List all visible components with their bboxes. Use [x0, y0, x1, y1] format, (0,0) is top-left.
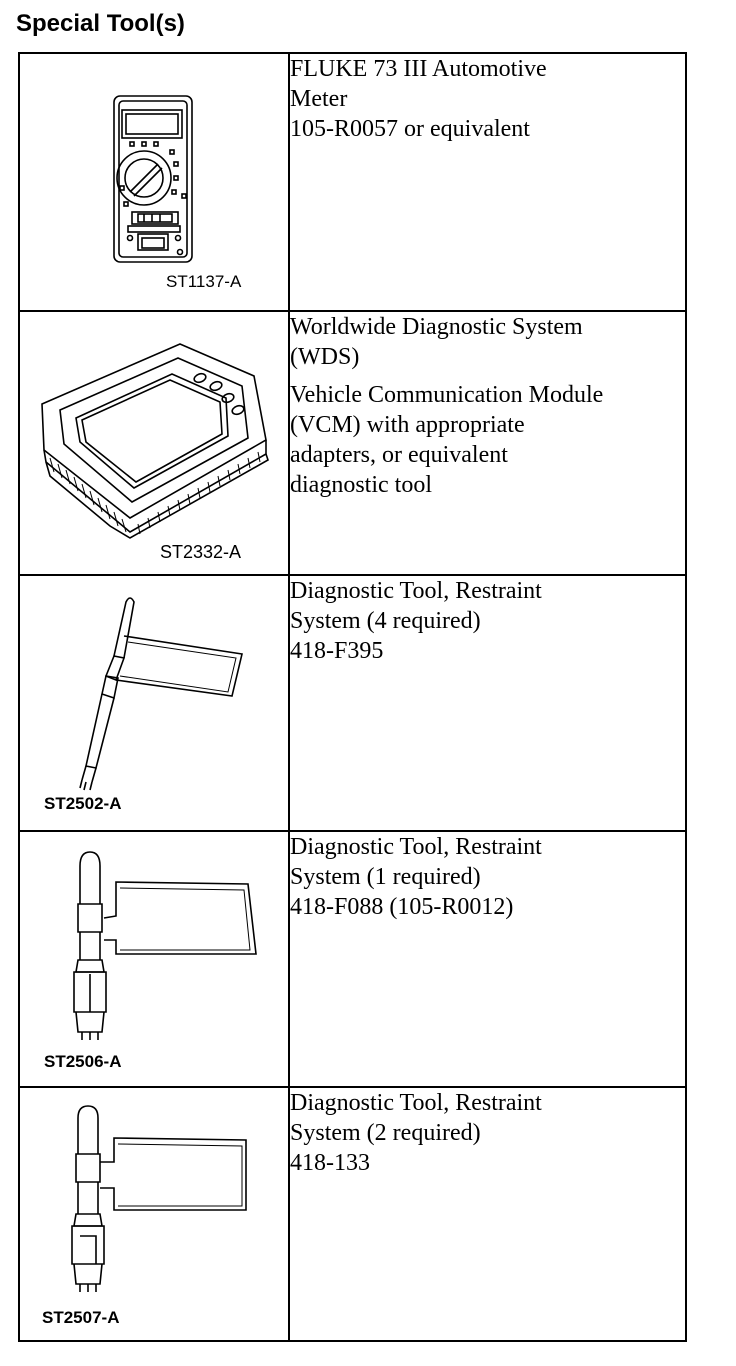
tool-illustration-cell: ST2502-A [18, 574, 290, 832]
tool-description-text: Diagnostic Tool, Restraint System (2 req… [290, 1090, 542, 1176]
restraint-diagnostic-tool-illustration [73, 851, 257, 1040]
restraint-diagnostic-tool-illustration [71, 1105, 247, 1292]
tool-description-text: Diagnostic Tool, Restraint System (1 req… [290, 834, 542, 920]
tool-description-text: Vehicle Communication Module (VCM) with … [290, 382, 604, 498]
tool-description-text: Diagnostic Tool, Restraint System (4 req… [290, 578, 542, 664]
tool-description-text: Worldwide Diagnostic System (WDS) [290, 314, 583, 370]
restraint-diagnostic-tool-illustration [79, 597, 243, 791]
tool-description: FLUKE 73 III Automotive Meter 105-R0057 … [288, 52, 687, 312]
tool-description-text: FLUKE 73 III Automotive Meter 105-R0057 … [290, 56, 547, 142]
tool-illustration-cell: ST2332-A [18, 310, 290, 576]
tool-code: ST2502-A [44, 794, 122, 813]
tool-illustration-cell: ST1137-A [18, 52, 290, 312]
multimeter-illustration [113, 95, 193, 263]
tool-code: ST2332-A [160, 542, 242, 562]
diagnostic-computer-illustration [41, 343, 269, 539]
special-tools-table: ST1137-A FLUKE 73 III Automotive Meter 1… [18, 52, 687, 1342]
page-title: Special Tool(s) [16, 10, 185, 37]
tool-description: Diagnostic Tool, Restraint System (4 req… [288, 574, 687, 832]
table-row: ST2506-A Diagnostic Tool, Restraint Syst… [18, 830, 687, 1088]
tool-code: ST2507-A [42, 1308, 120, 1327]
table-row: ST2502-A Diagnostic Tool, Restraint Syst… [18, 574, 687, 832]
tool-illustration-cell: ST2507-A [18, 1086, 290, 1342]
table-row: ST1137-A FLUKE 73 III Automotive Meter 1… [18, 52, 687, 312]
tool-description: Worldwide Diagnostic System (WDS) Vehicl… [288, 310, 687, 576]
tool-illustration-cell: ST2506-A [18, 830, 290, 1088]
table-row: ST2507-A Diagnostic Tool, Restraint Syst… [18, 1086, 687, 1342]
tool-description: Diagnostic Tool, Restraint System (2 req… [288, 1086, 687, 1342]
tool-code: ST2506-A [44, 1052, 122, 1071]
tool-code: ST1137-A [166, 272, 242, 291]
tool-description: Diagnostic Tool, Restraint System (1 req… [288, 830, 687, 1088]
table-row: ST2332-A Worldwide Diagnostic System (WD… [18, 310, 687, 576]
